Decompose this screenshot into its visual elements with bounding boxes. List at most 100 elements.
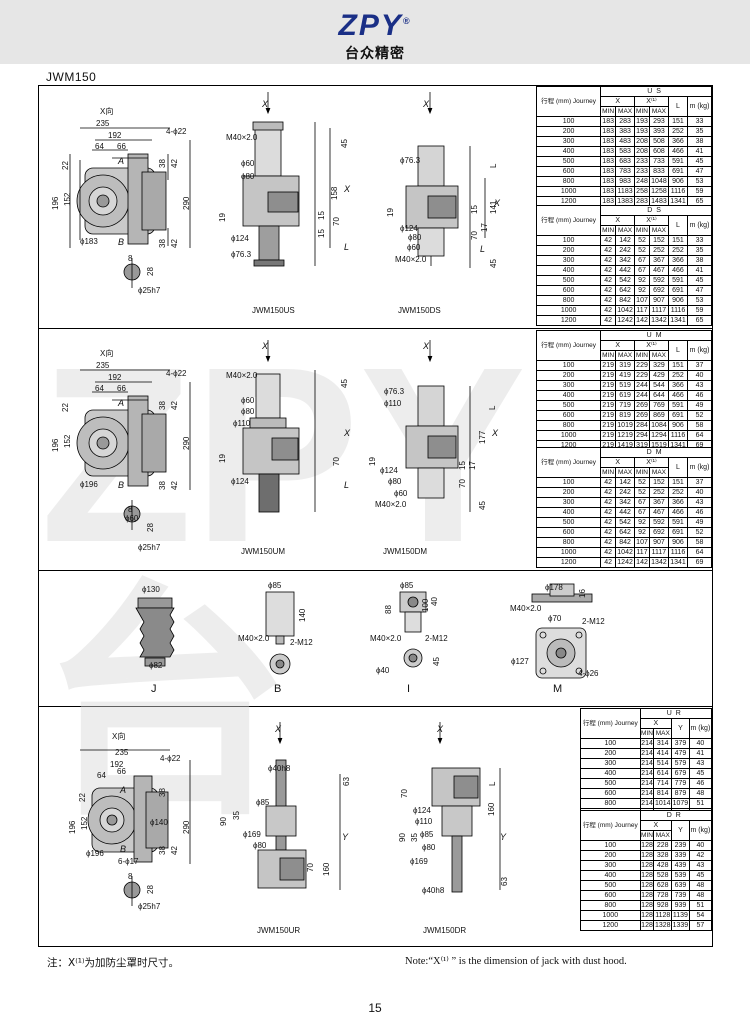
caption-ur: JWM150UR <box>257 926 301 935</box>
table-cell: 400 <box>535 507 602 518</box>
table-cell: 152 <box>648 235 669 246</box>
dim-28: 28 <box>146 523 155 532</box>
m-m12: 2-M12 <box>582 617 605 626</box>
section-divider <box>38 706 713 707</box>
table-cell: 142 <box>634 315 650 326</box>
stroke-header: 行程 (mm) Journey <box>580 708 641 739</box>
col-mass: m (kg) <box>687 96 712 117</box>
table-cell: 619 <box>615 390 636 401</box>
table-cell: 906 <box>667 176 689 187</box>
x-arrow-label: X <box>423 99 430 109</box>
table-cell: 228 <box>653 840 673 851</box>
dim-28: 28 <box>146 267 155 276</box>
table-cell: 52 <box>634 487 650 498</box>
table-cell: 57 <box>688 920 713 931</box>
dim-phi196: ϕ196 <box>80 480 98 489</box>
table-cell: 579 <box>671 758 690 769</box>
table-model-code: DM <box>600 447 712 458</box>
dr-dim-y: Y <box>500 832 507 842</box>
dim-66: 66 <box>117 767 126 776</box>
table-cell: 214 <box>639 748 655 759</box>
table-cell: 466 <box>667 265 689 276</box>
table-cell: 1183 <box>615 186 636 197</box>
table-cell: 500 <box>580 880 641 891</box>
x-arrow-label: X <box>437 724 444 734</box>
accessory-drawings <box>135 583 593 679</box>
dim-192: 192 <box>110 760 124 769</box>
col-min: MIN <box>600 467 617 478</box>
table-cell: 183 <box>600 176 617 187</box>
us-dim-70: 70 <box>332 217 341 226</box>
table-cell: 591 <box>667 275 689 286</box>
table-cell: 1000 <box>535 547 602 558</box>
us-phi80: ϕ80 <box>241 172 255 181</box>
table-cell: 400 <box>580 768 641 779</box>
us-dim-x: X <box>344 184 351 194</box>
dim-4-phi22: 4-ϕ22 <box>166 369 187 378</box>
table-cell: 500 <box>535 400 602 411</box>
table-cell: 214 <box>639 798 655 809</box>
col-x: X <box>600 96 636 107</box>
table-cell: 37 <box>687 477 712 488</box>
table-cell: 59 <box>687 305 712 316</box>
col-max: MAX <box>653 830 673 841</box>
us-dim-15: 15 <box>317 211 326 220</box>
table-cell: 1116 <box>667 186 689 197</box>
table-cell: 214 <box>639 788 655 799</box>
table-cell: 800 <box>535 420 602 431</box>
table-cell: 107 <box>634 537 650 548</box>
table-cell: 769 <box>648 400 669 411</box>
table-cell: 42 <box>600 265 617 276</box>
x-arrow-label: X <box>275 724 282 734</box>
table-cell: 519 <box>615 380 636 391</box>
logo-text: ZPY <box>338 9 403 42</box>
dim-196: 196 <box>51 438 60 452</box>
ds-dim-70: 70 <box>470 231 479 240</box>
dim-22: 22 <box>61 403 70 412</box>
table-cell: 64 <box>687 547 712 558</box>
table-cell: 92 <box>634 527 650 538</box>
col-x: X <box>639 718 673 729</box>
table-cell: 214 <box>639 778 655 789</box>
table-cell: 600 <box>580 890 641 901</box>
table-model-code: DR <box>639 810 713 821</box>
dm-dim-70: 70 <box>458 479 467 488</box>
dim-196: 196 <box>68 820 77 834</box>
dim-38: 38 <box>158 846 167 855</box>
dr-dim-35: 35 <box>410 833 419 842</box>
dim-42: 42 <box>170 481 179 490</box>
dim-192: 192 <box>108 373 122 382</box>
table-cell: 49 <box>687 400 712 411</box>
table-cell: 48 <box>688 890 713 901</box>
table-cell: 53 <box>687 176 712 187</box>
x-direction-label: X向 <box>100 107 114 116</box>
table-cell: 342 <box>615 497 636 508</box>
page-number: 15 <box>368 1001 382 1015</box>
table-cell: 600 <box>535 285 602 296</box>
us-phi60: ϕ60 <box>241 159 255 168</box>
table-cell: 58 <box>687 420 712 431</box>
col-max: MAX <box>648 106 669 117</box>
dm-m40: M40×2.0 <box>375 500 407 509</box>
dim-phi25h7: ϕ25h7 <box>138 902 161 911</box>
table-cell: 35 <box>687 126 712 137</box>
table-cell: 1242 <box>615 315 636 326</box>
table-cell: 151 <box>667 477 689 488</box>
us-dim-158: 158 <box>330 186 339 200</box>
table-cell: 200 <box>580 748 641 759</box>
table-cell: 466 <box>667 507 689 518</box>
table-model-code: UR <box>639 708 713 719</box>
table-cell: 614 <box>653 768 673 779</box>
table-cell: 939 <box>671 900 690 911</box>
dim-38: 38 <box>158 481 167 490</box>
table-cell: 479 <box>671 748 690 759</box>
